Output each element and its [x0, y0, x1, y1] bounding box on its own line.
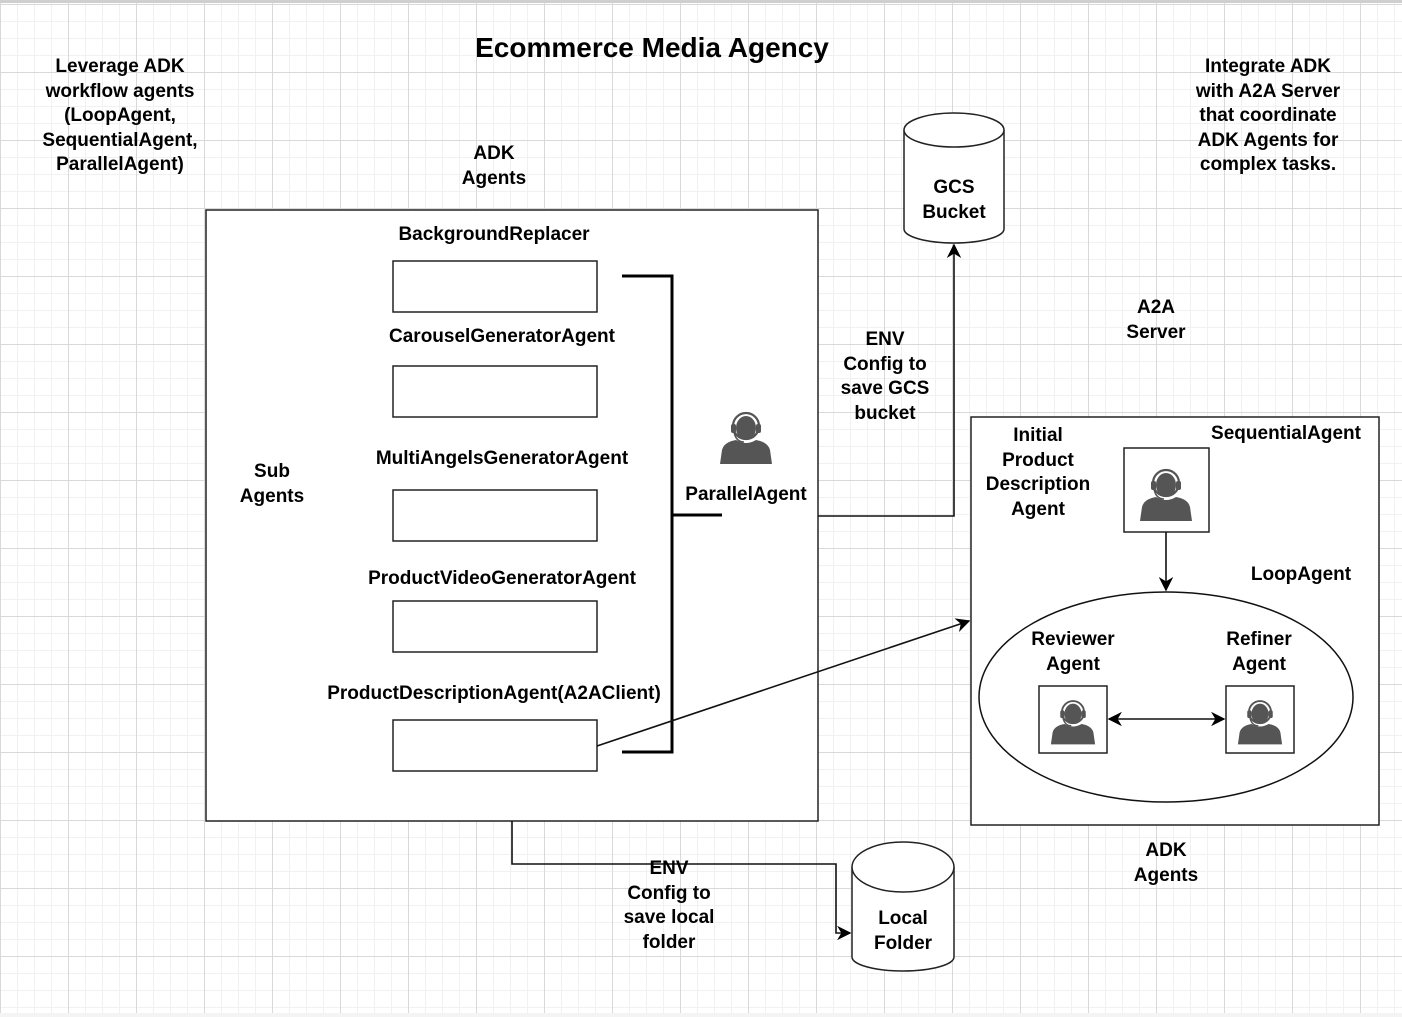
sub-agents-label: Sub Agents — [239, 461, 305, 507]
sub-agent-label: CarouselGeneratorAgent — [389, 326, 615, 347]
note-left: Leverage ADK workflow agents (LoopAgent,… — [42, 56, 198, 175]
a2a-server-label: A2A Server — [1126, 297, 1186, 343]
sub-agent-box-background-replacer[interactable] — [392, 260, 598, 313]
edge-label-gcs: ENV Config to save GCS bucket — [840, 329, 930, 424]
sub-agent-box-carousel-generator[interactable] — [392, 365, 598, 418]
sub-agent-box-product-video-generator[interactable] — [392, 600, 598, 653]
sub-agent-label: MultiAngelsGeneratorAgent — [375, 448, 629, 469]
loop-agent-label: LoopAgent — [1250, 564, 1352, 585]
edge-adk-to-gcs — [818, 243, 962, 517]
sub-agent-box-multi-angels-generator[interactable] — [392, 489, 598, 542]
refiner-agent-label: Refiner Agent — [1226, 629, 1292, 675]
sequential-agent-label: SequentialAgent — [1211, 423, 1361, 444]
adk-agents-label: ADK Agents — [461, 143, 527, 189]
edge-a2a-client-to-server — [596, 618, 971, 747]
window-top-border — [0, 0, 1402, 3]
sub-agent-box-product-description[interactable] — [392, 719, 598, 772]
edge-adk-to-local-folder — [511, 821, 852, 941]
window-bottom-border — [0, 1013, 1402, 1017]
sub-agent-label: ProductVideoGeneratorAgent — [368, 568, 636, 589]
local-folder-label: Local Folder — [873, 908, 933, 954]
initial-agent-label: Initial Product Description Agent — [985, 425, 1091, 520]
sub-agent-label: BackgroundReplacer — [398, 224, 590, 245]
gcs-bucket-cylinder[interactable] — [903, 112, 1005, 244]
sub-agent-label: ProductDescriptionAgent(A2AClient) — [327, 683, 661, 704]
diagram-title: Ecommerce Media Agency — [475, 32, 829, 63]
loop-agent-ellipse[interactable] — [978, 591, 1354, 803]
parallel-agent-label: ParallelAgent — [685, 484, 807, 505]
reviewer-agent-label: Reviewer Agent — [1031, 629, 1115, 675]
note-right: Integrate ADK with A2A Server that coord… — [1195, 56, 1341, 175]
local-folder-cylinder[interactable] — [851, 841, 955, 972]
gcs-bucket-label: GCS Bucket — [922, 177, 986, 223]
adk-agents-bottom-label: ADK Agents — [1133, 840, 1199, 886]
edge-label-local-folder: ENV Config to save local folder — [623, 858, 715, 953]
